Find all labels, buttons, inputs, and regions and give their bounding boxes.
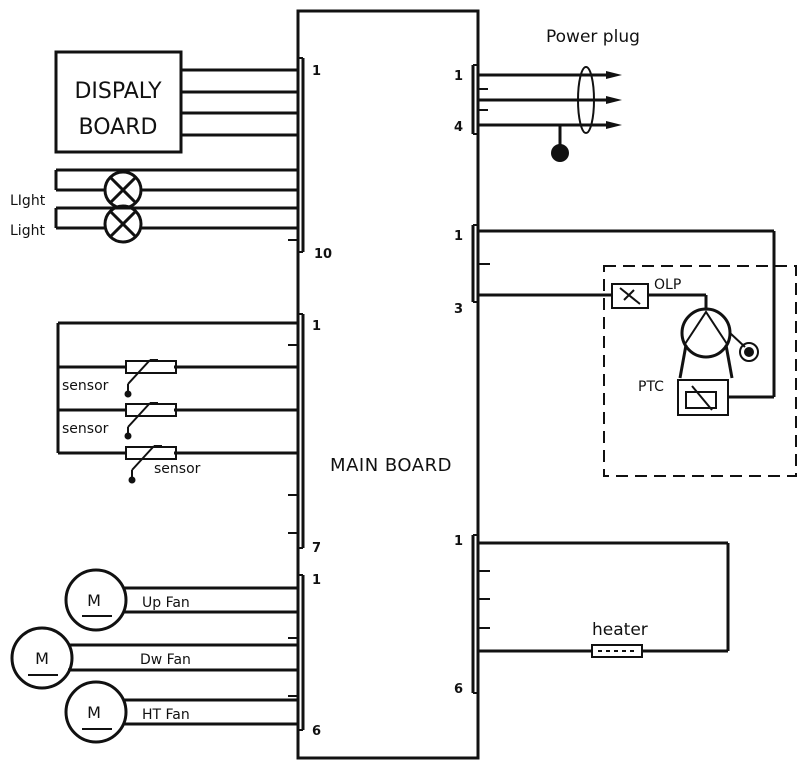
power-plug: Power plug [478, 27, 640, 162]
light-bulb-icon [103, 204, 143, 244]
sensor-group [56, 321, 298, 455]
pin-label-end: 6 [454, 682, 463, 697]
sensor-label: sensor [154, 461, 201, 477]
motor-symbol: M [87, 591, 101, 610]
thermistor-slash [127, 359, 151, 385]
power-plug-label: Power plug [546, 27, 640, 47]
pin-label-end: 3 [454, 302, 463, 317]
ground-icon [739, 342, 759, 362]
motor-icon [64, 680, 128, 744]
heater: heater [478, 541, 730, 658]
light-2: Light [10, 204, 298, 244]
thermistor-slash [131, 445, 155, 471]
pin-label-end: 6 [312, 724, 321, 739]
connector-sensors: 1 7 [288, 313, 321, 556]
motor-dw-fan: M Dw Fan [10, 626, 298, 690]
display-board-box [54, 50, 183, 154]
ptc-element [685, 391, 717, 409]
light-1: LIght [10, 168, 298, 210]
motor-icon [64, 568, 128, 632]
compressor-motor-icon [680, 307, 732, 359]
plug-prong-icon [606, 121, 622, 129]
plug-prong-icon [606, 71, 622, 79]
wire [678, 344, 688, 379]
light-bulb-cross [108, 175, 138, 205]
connector-heater: 1 6 [454, 534, 490, 697]
connector-power: 1 4 [454, 64, 488, 135]
main-board-label: MAIN BOARD [330, 455, 452, 476]
sensor-label: sensor [62, 421, 109, 437]
motor-up-fan: M Up Fan [64, 568, 298, 632]
ground-icon-center [744, 347, 754, 357]
thermistor-icon [125, 403, 177, 417]
thermistor-slash [127, 402, 151, 428]
olp-switch [623, 289, 635, 301]
compressor-dashed-boundary [603, 265, 797, 477]
pin-label-end: 7 [312, 541, 321, 556]
compressor-winding-icon [684, 310, 728, 345]
main-board-outline [296, 9, 480, 760]
connector-compressor: 1 3 [454, 224, 490, 317]
pin-label-end: 4 [454, 120, 463, 135]
pin-label-start: 1 [454, 69, 463, 84]
olp-switch [619, 287, 641, 305]
heater-element-icon [591, 644, 643, 658]
light-label: Light [10, 223, 45, 239]
compressor-unit: OLP PTC [478, 229, 797, 477]
motor-symbol: M [35, 649, 49, 668]
ptc-slash [691, 385, 713, 411]
thermistor-icon [125, 360, 177, 374]
probe-tip-icon [124, 390, 132, 398]
heater-label: heater [592, 620, 648, 640]
pin-label-start: 1 [312, 64, 321, 79]
ptc-icon [677, 379, 729, 416]
ground-icon [551, 144, 569, 162]
sensor-3: sensor [125, 445, 298, 484]
display-board-label-line2: BOARD [79, 115, 158, 140]
fan-label: HT Fan [142, 707, 190, 723]
pin-label-end: 10 [314, 247, 332, 262]
pin-label-start: 1 [312, 319, 321, 334]
fan-label: Dw Fan [140, 652, 191, 668]
pin-label-start: 1 [454, 534, 463, 549]
wire [724, 344, 734, 379]
display-board-label-line1: DISPALY [74, 79, 162, 104]
connector-display-lights: 1 10 [288, 57, 332, 262]
sensor-1: sensor [62, 359, 298, 398]
cable-sheath-icon [577, 66, 595, 134]
motor-symbol: M [87, 703, 101, 722]
fan-label: Up Fan [142, 595, 190, 611]
motor-ht-fan: M HT Fan [64, 680, 298, 744]
main-board: MAIN BOARD [296, 9, 480, 760]
sensor-2: sensor [62, 402, 298, 440]
probe-tip-icon [128, 476, 136, 484]
pin-label-start: 1 [312, 573, 321, 588]
light-bulb-cross [108, 209, 138, 239]
sensor-label: sensor [62, 378, 109, 394]
plug-prong-icon [606, 96, 622, 104]
ptc-label: PTC [638, 379, 664, 395]
pin-label-start: 1 [454, 229, 463, 244]
probe-tip-icon [124, 432, 132, 440]
motor-icon [10, 626, 74, 690]
connector-fans: 1 6 [288, 573, 321, 739]
olp-label: OLP [654, 277, 681, 293]
light-label: LIght [10, 193, 46, 209]
display-board: DISPALY BOARD [54, 50, 298, 154]
